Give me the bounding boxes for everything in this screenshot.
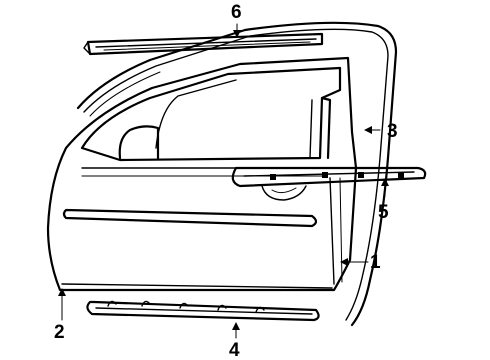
callout-4: 4 xyxy=(229,340,240,360)
callout-2: 2 xyxy=(54,322,65,343)
callout-3: 3 xyxy=(387,121,398,142)
leader-lines xyxy=(58,23,389,339)
belt-molding-part xyxy=(231,166,427,188)
callout-1: 1 xyxy=(370,252,381,273)
lower-molding-part xyxy=(86,300,320,322)
callout-6: 6 xyxy=(231,2,242,23)
callout-5: 5 xyxy=(378,202,389,223)
door-frame-weatherstrip xyxy=(76,21,398,327)
callout-labels: 6 3 5 1 2 4 xyxy=(54,2,398,360)
